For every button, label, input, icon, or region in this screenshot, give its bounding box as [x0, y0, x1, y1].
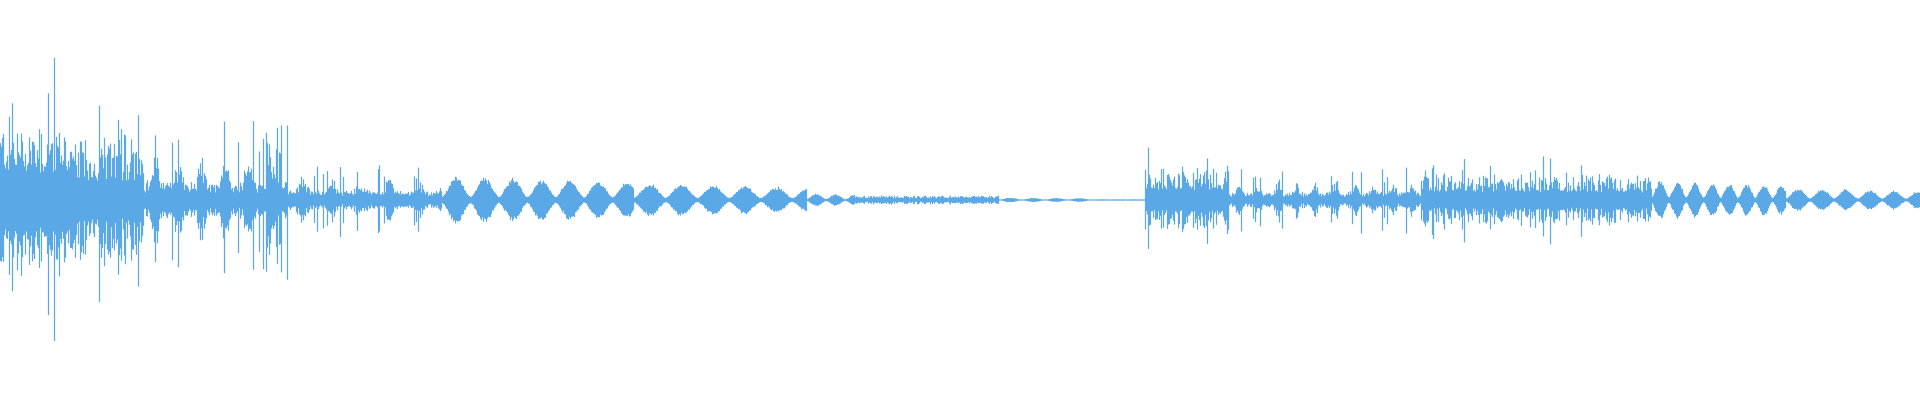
waveform-samples [0, 58, 1920, 341]
